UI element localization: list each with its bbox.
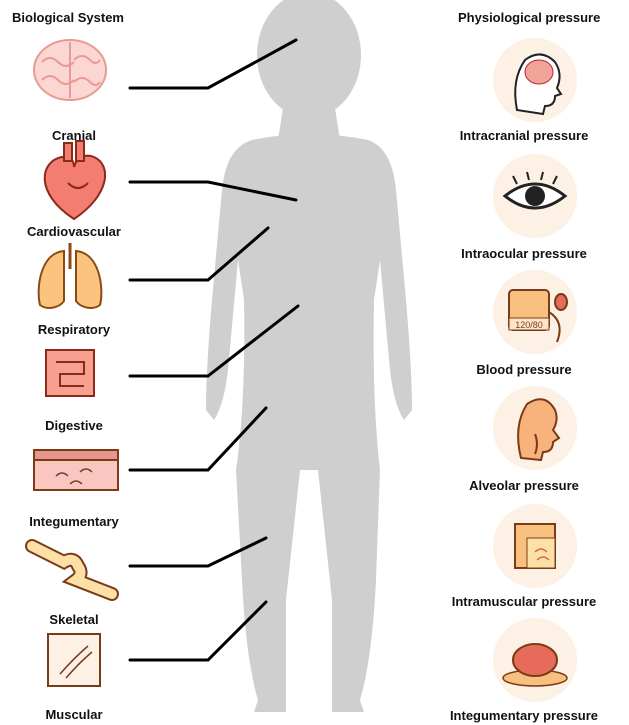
intestine-icon [46,350,94,396]
left-column-title: Biological System [12,10,124,25]
skin-cell-icon [493,618,577,702]
muscle-fiber-icon [48,634,100,686]
label-cardiovascular: Cardiovascular [14,224,134,239]
label-respiratory: Respiratory [14,322,134,337]
label-intraocular-pressure: Intraocular pressure [424,246,624,261]
eye-icon [493,154,577,238]
brain-icon [34,40,106,100]
label-blood-pressure: Blood pressure [424,362,624,377]
heart-icon [45,141,105,219]
label-integumentary: Integumentary [14,514,134,529]
bone-joint-icon [32,546,112,594]
head-brain-icon [493,38,577,122]
label-intramuscular-pressure: Intramuscular pressure [424,594,624,609]
label-skeletal: Skeletal [14,612,134,627]
label-muscular: Muscular [14,707,134,722]
bp-reading: 120/80 [515,320,543,330]
label-alveolar-pressure: Alveolar pressure [424,478,624,493]
label-digestive: Digestive [14,418,134,433]
head-airway-icon [493,386,577,470]
muscle-tissue-icon [493,504,577,588]
right-column-title: Physiological pressure [458,10,600,25]
lungs-icon [39,243,102,308]
human-silhouette [206,0,412,712]
sphygmomanometer-icon: 120/80 [493,270,577,354]
skin-icon [34,450,118,490]
label-integumentary-pressure: Integumentary pressure [424,708,624,723]
label-cranial: Cranial [14,128,134,143]
label-intracranial-pressure: Intracranial pressure [424,128,624,143]
